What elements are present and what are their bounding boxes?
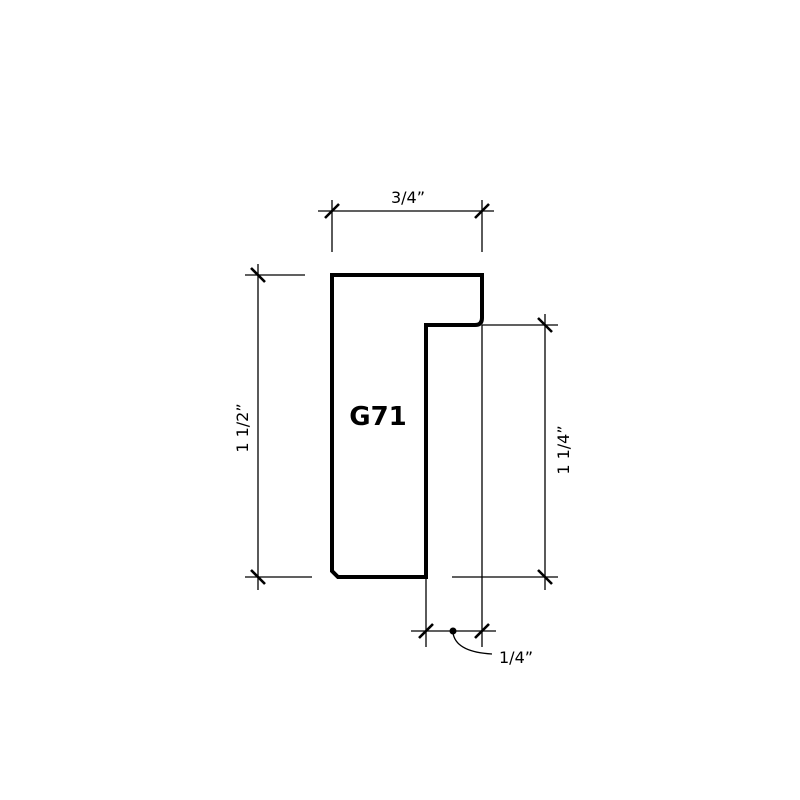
overall-height-dimension: 1 1/2” — [233, 264, 312, 590]
molding-profile-outline — [330, 273, 484, 579]
leader-dot — [449, 627, 457, 635]
lip-width-dimension: 1/4” — [411, 325, 533, 667]
profile-code-label: G71 — [349, 402, 407, 432]
width-label: 3/4” — [391, 188, 425, 207]
width-dimension: 3/4” — [318, 188, 494, 252]
leader-line — [452, 632, 493, 655]
overall-height-label: 1 1/2” — [233, 403, 252, 452]
lip-height-label: 1 1/4” — [554, 425, 573, 474]
lip-height-dimension: 1 1/4” — [452, 314, 573, 590]
lip-width-label: 1/4” — [499, 648, 533, 667]
